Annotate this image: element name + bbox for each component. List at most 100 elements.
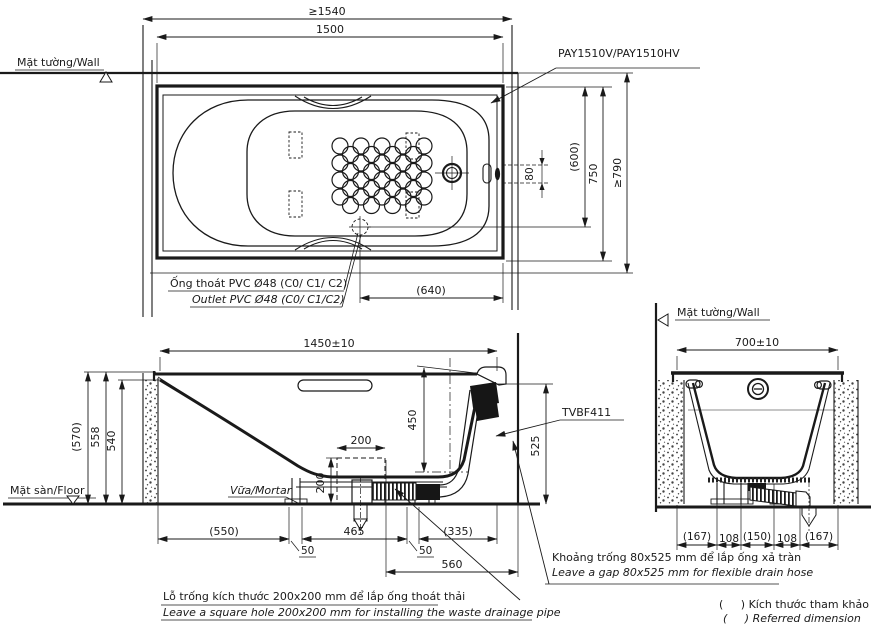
dim-108-left-value: 108	[719, 533, 739, 545]
mortar-callout: Vữa/Mortar	[228, 484, 301, 505]
notes: Lỗ trống kích thước 200x200 mm để lắp ốn…	[161, 551, 869, 625]
end-grab-bars	[685, 379, 832, 390]
dim-560-value: 560	[442, 558, 463, 571]
hole-note-en: Leave a square hole 200x200 mm for insta…	[163, 606, 561, 619]
outlet-note-en: Outlet PVC Ø48 (C0/ C1/C2)	[192, 293, 345, 306]
dim-550-value: (550)	[209, 525, 239, 538]
drain-plan	[435, 156, 469, 190]
outlet-note: Ống thoát PVC Ø48 (C0/ C1/ C2) Outlet PV…	[168, 232, 362, 308]
overflow-bracket	[476, 366, 507, 386]
legend-en: ( ) Referred dimension	[723, 612, 861, 625]
dim-tub-width-value: 750	[587, 164, 600, 185]
dim-gap-height-value: 525	[529, 436, 542, 457]
dim-50-right-value: 50	[419, 545, 432, 557]
drain-elbow	[351, 479, 373, 504]
plan-wall-label-text: Mặt tường/Wall	[17, 56, 100, 69]
end-wall-label: Mặt tường/Wall	[657, 306, 770, 327]
hole-note-leader	[394, 488, 521, 601]
dim-hole-width-value: 200	[351, 434, 372, 447]
dim-tub-length: 1500	[156, 23, 504, 83]
dim-50-left-value: 50	[301, 545, 314, 557]
dim-108-right-value: 108	[777, 533, 797, 545]
anti-slip-dots	[331, 137, 433, 215]
model-callout: PAY1510V/PAY1510HV	[490, 47, 700, 104]
dim-height-rim-value: 558	[89, 427, 102, 448]
dim-overflow-gap-value: 80	[524, 167, 536, 180]
section-grab-handle	[297, 379, 373, 392]
dim-end-width: 700±10	[676, 336, 839, 370]
hole-note: Lỗ trống kích thước 200x200 mm để lắp ốn…	[161, 590, 561, 621]
dim-outlet-offset: (640)	[359, 236, 504, 303]
end-view: Mặt tường/Wall 700±10	[654, 303, 871, 550]
floor-label: Mặt sàn/Floor	[8, 484, 96, 505]
outlet-note-vi: Ống thoát PVC Ø48 (C0/ C1/ C2)	[170, 276, 347, 290]
dim-depth: 450	[406, 365, 476, 473]
wall-surface-marker-icon	[657, 313, 669, 327]
plan-view: ≥1540 1500 Mặt tường/Wall	[0, 5, 700, 317]
dim-heights-left: (570) 558 540	[70, 371, 162, 505]
grab-handle-top	[294, 95, 372, 110]
gap-note-en: Leave a gap 80x525 mm for flexible drain…	[552, 566, 813, 579]
legend: ( ) Kích thước tham khảo ( ) Referred di…	[719, 598, 869, 625]
dim-total-width: ≥790	[150, 72, 633, 274]
dim-total-length: ≥1540	[142, 5, 513, 22]
dim-depth-value: 450	[406, 410, 419, 431]
plan-wall-label: Mặt tường/Wall	[15, 56, 113, 83]
dim-150-value: (150)	[743, 531, 771, 543]
gap-note-vi: Khoảng trống 80x525 mm để lắp ống xả trà…	[552, 551, 801, 564]
dim-height-total-value: (570)	[70, 422, 83, 452]
dim-465-value: 465	[344, 525, 365, 538]
end-flexible-hose	[749, 486, 797, 507]
dim-hole-height-value: 200	[314, 473, 327, 494]
section-view: 1450±10 450 525 (570) 558 540 200	[3, 333, 624, 601]
dim-total-width-value: ≥790	[611, 158, 624, 188]
dim-tub-length-value: 1500	[316, 23, 344, 36]
dim-outlet-offset-value: (640)	[416, 284, 446, 297]
tub-rim-outline	[155, 84, 505, 260]
dim-height-apron-value: 540	[105, 431, 118, 452]
dim-gap-height: 525	[497, 383, 553, 505]
end-drain-assembly	[748, 481, 817, 531]
flexible-hose	[371, 482, 417, 501]
tub-basin-outline	[246, 110, 468, 237]
dim-167-left-value: (167)	[683, 531, 711, 543]
model-label: PAY1510V/PAY1510HV	[558, 47, 680, 60]
dim-total-length-value: ≥1540	[308, 5, 345, 18]
floor-label-text: Mặt sàn/Floor	[10, 484, 85, 497]
end-tub-inner-profile	[691, 382, 827, 480]
section-drain-assembly	[351, 358, 507, 534]
tub-inner-rim	[172, 99, 490, 247]
legend-vi: ( ) Kích thước tham khảo	[719, 598, 869, 611]
end-drain	[747, 378, 769, 400]
section-tub-profile	[159, 378, 481, 479]
overflow-plan	[482, 163, 501, 184]
dim-167-right-value: (167)	[805, 531, 833, 543]
drain-kit-label: TVBF411	[561, 406, 611, 419]
dim-end-width-value: 700±10	[735, 336, 779, 349]
dim-drain-offset: (600)	[368, 86, 612, 228]
dim-section-length-value: 1450±10	[303, 337, 354, 350]
dim-drain-offset-value: (600)	[568, 142, 581, 172]
grab-handle-bottom	[294, 236, 372, 251]
end-bottom-dims: (167) 108 (150) 108 (167)	[676, 484, 839, 550]
section-wall-hatch	[143, 380, 158, 504]
gap-note: Khoảng trống 80x525 mm để lắp ống xả trà…	[545, 551, 813, 585]
end-wall-label-text: Mặt tường/Wall	[677, 306, 760, 319]
end-wall-hatch-right	[834, 380, 858, 504]
mortar-label-text: Vữa/Mortar	[230, 484, 293, 497]
section-bottom-dims: (550) 50 465 50 (335) 560	[157, 460, 519, 577]
dim-overflow-gap: 80	[502, 150, 549, 198]
hole-note-vi: Lỗ trống kích thước 200x200 mm để lắp ốn…	[163, 590, 465, 603]
floor-surface-marker-icon	[66, 495, 80, 505]
dim-tub-width: 750	[506, 86, 612, 262]
dim-335-value: (335)	[443, 525, 473, 538]
outlet-position	[349, 216, 371, 238]
dim-hole-height: 200	[314, 457, 340, 504]
drain-kit-callout: TVBF411	[495, 406, 624, 437]
gap-note-leader	[512, 440, 550, 585]
dim-hole-width: 200	[336, 434, 386, 451]
end-wall-hatch-left	[658, 380, 684, 504]
dim-section-length: 1450±10	[159, 337, 498, 371]
